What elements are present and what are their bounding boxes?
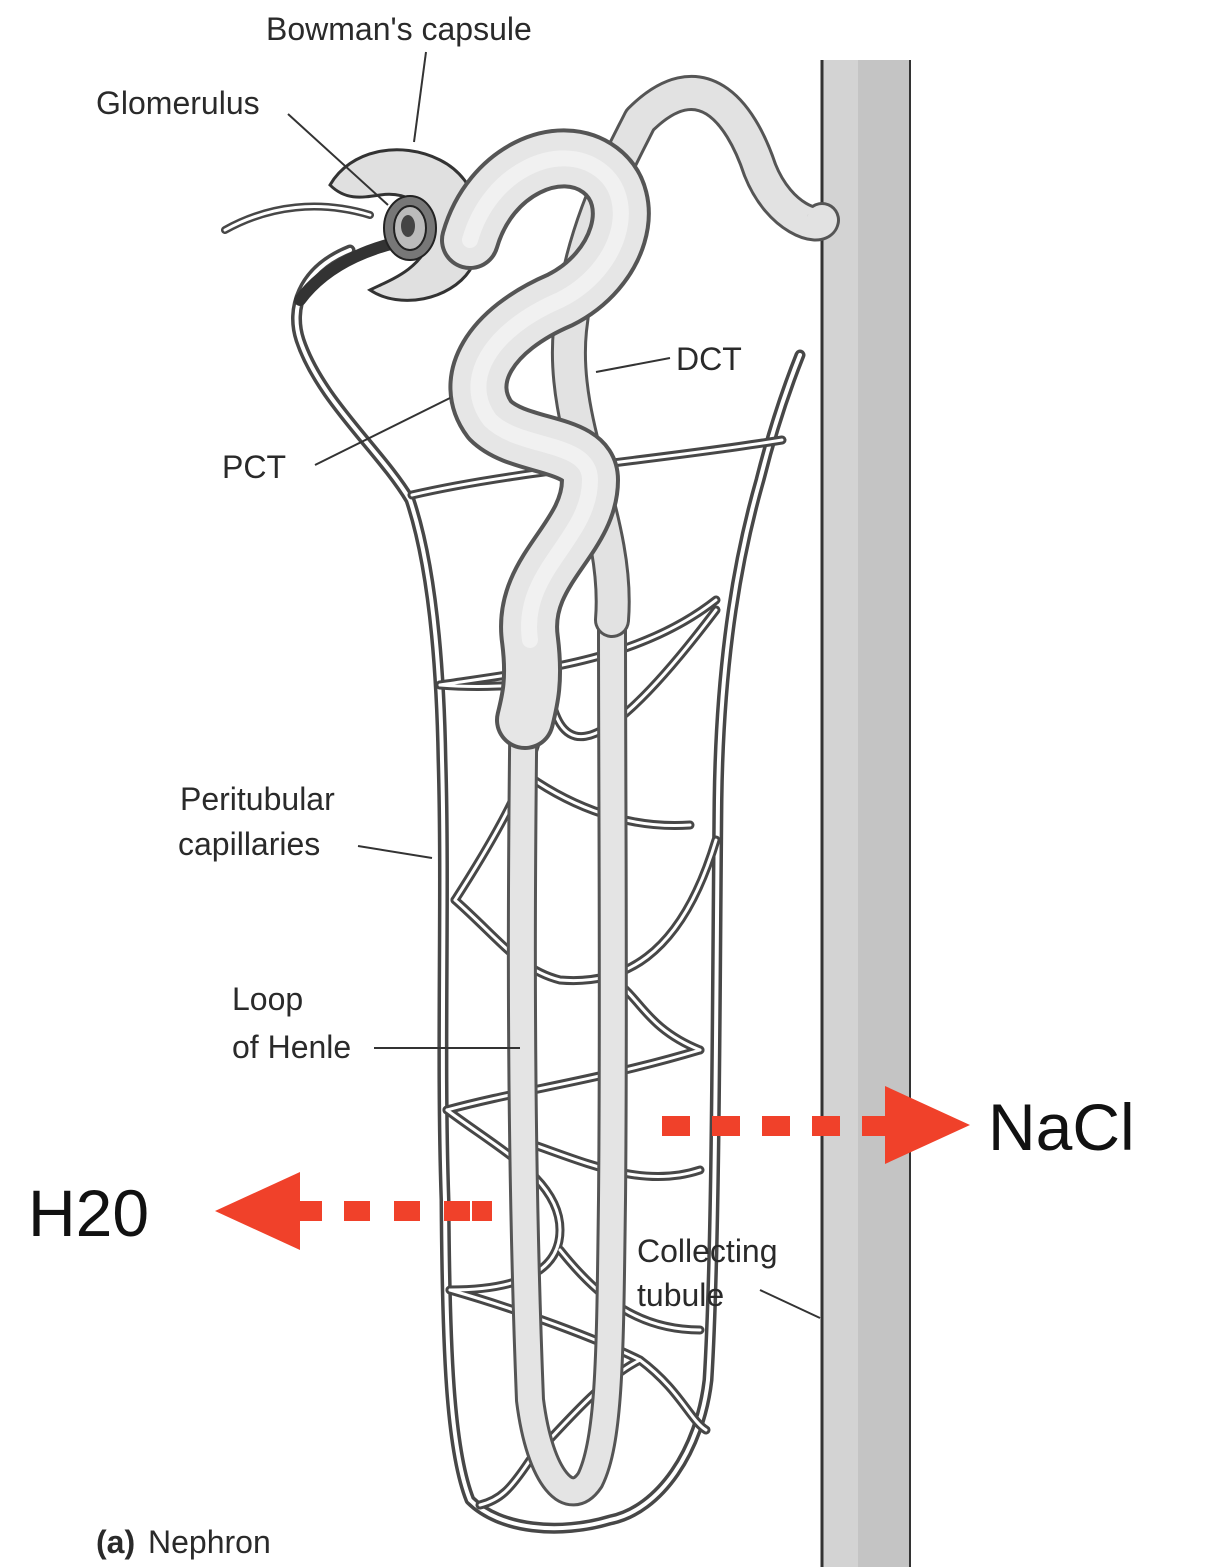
label-peritubular-line1: Peritubular xyxy=(180,781,335,817)
label-collecting-line2: tubule xyxy=(637,1277,724,1313)
caption-text: Nephron xyxy=(148,1524,271,1560)
label-loop-line1: Loop xyxy=(232,981,303,1017)
label-collecting-line1: Collecting xyxy=(637,1233,778,1269)
label-dct: DCT xyxy=(676,341,742,377)
h2o-label: H20 xyxy=(28,1176,149,1250)
collecting-tubule xyxy=(822,60,910,1567)
label-glomerulus: Glomerulus xyxy=(96,85,260,121)
caption-letter: (a) xyxy=(96,1524,135,1560)
label-pct: PCT xyxy=(222,449,286,485)
label-bowmans-capsule: Bowman's capsule xyxy=(266,11,532,47)
glomerulus xyxy=(384,196,436,260)
label-loop-line2: of Henle xyxy=(232,1029,351,1065)
nacl-label: NaCl xyxy=(988,1090,1135,1164)
label-peritubular-line2: capillaries xyxy=(178,826,320,862)
nacl-arrow xyxy=(662,1086,970,1164)
